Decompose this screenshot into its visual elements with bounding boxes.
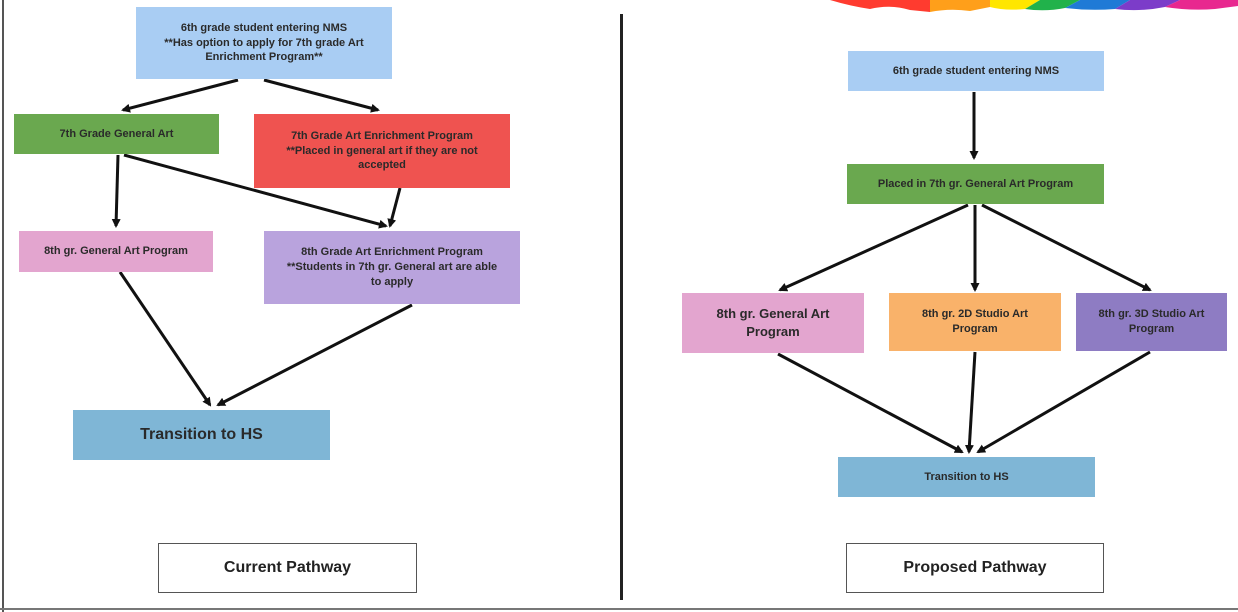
current-hs-label: Transition to HS [140,426,263,444]
current-general8-box: 8th gr. General Art Program [19,231,213,272]
proposed-hs-box: Transition to HS [838,457,1095,497]
paint-splash-decoration [830,0,1238,12]
arrow-enrich8-to-hs [216,303,413,407]
proposed-general8-line-1: 8th gr. General Art [716,306,830,322]
arrow-general7-to-general8 [111,154,121,228]
arrow-start-to-general7 [121,78,239,113]
proposed-2d-studio-line-1: 8th gr. 2D Studio Art [922,308,1028,321]
proposed-3d-studio-box: 8th gr. 3D Studio Art Program [1076,293,1227,351]
proposed-hs-label: Transition to HS [924,470,1009,483]
current-enrich8-box: 8th Grade Art Enrichment Program **Stude… [264,231,520,304]
current-start-line-2: **Has option to apply for 7th grade Art [164,36,364,49]
current-pathway-caption: Current Pathway [158,543,417,593]
current-hs-box: Transition to HS [73,410,330,460]
proposed-start-label: 6th grade student entering NMS [892,64,1060,77]
current-enrich7-line-3: accepted [358,159,406,172]
proposed-pathway-caption-text: Proposed Pathway [903,559,1047,576]
arrow-3d-to-hs [976,350,1151,454]
bottom-frame-border [0,608,1238,610]
current-general7-label: 7th Grade General Art [59,127,174,140]
proposed-general8-line-2: Program [746,324,800,339]
arrow-start-to-enrich7 [263,78,380,113]
current-enrich8-line-3: to apply [370,275,414,288]
current-enrich8-line-1: 8th Grade Art Enrichment Program [301,246,483,259]
proposed-placed7-box: Placed in 7th gr. General Art Program [847,164,1104,204]
proposed-pathway-caption: Proposed Pathway [846,543,1104,593]
proposed-2d-studio-line-2: Program [952,323,998,335]
proposed-start-box: 6th grade student entering NMS [848,51,1104,91]
left-frame-border [2,0,4,612]
arrow-placed7-to-general8 [778,203,969,292]
current-enrich7-line-1: 7th Grade Art Enrichment Program [291,129,473,142]
arrow-2d-to-hs [964,351,977,454]
current-general7-box: 7th Grade General Art [14,114,219,154]
arrow-placed7-to-3d [981,203,1152,292]
arrow-general7-to-enrich8 [123,153,388,229]
current-enrich7-box: 7th Grade Art Enrichment Program **Place… [254,114,510,188]
current-enrich8-line-2: **Students in 7th gr. General art are ab… [286,261,498,274]
panel-divider [620,14,623,600]
proposed-general8-box: 8th gr. General Art Program [682,293,864,353]
current-start-line-3: Enrichment Program** [205,51,323,64]
arrow-general8-to-hs [118,271,212,407]
proposed-3d-studio-line-1: 8th gr. 3D Studio Art [1098,308,1205,321]
current-start-line-1: 6th grade student entering NMS [180,21,348,34]
current-pathway-caption-text: Current Pathway [223,559,352,576]
arrow-general8-to-hs [777,352,964,454]
arrow-enrich7-to-enrich8 [387,187,402,228]
proposed-2d-studio-box: 8th gr. 2D Studio Art Program [889,293,1061,351]
current-enrich7-line-2: **Placed in general art if they are not [286,144,478,157]
current-start-box: 6th grade student entering NMS **Has opt… [136,7,392,79]
proposed-3d-studio-line-2: Program [1128,323,1175,335]
proposed-placed7-label: Placed in 7th gr. General Art Program [877,177,1074,190]
current-general8-label: 8th gr. General Art Program [44,245,188,258]
